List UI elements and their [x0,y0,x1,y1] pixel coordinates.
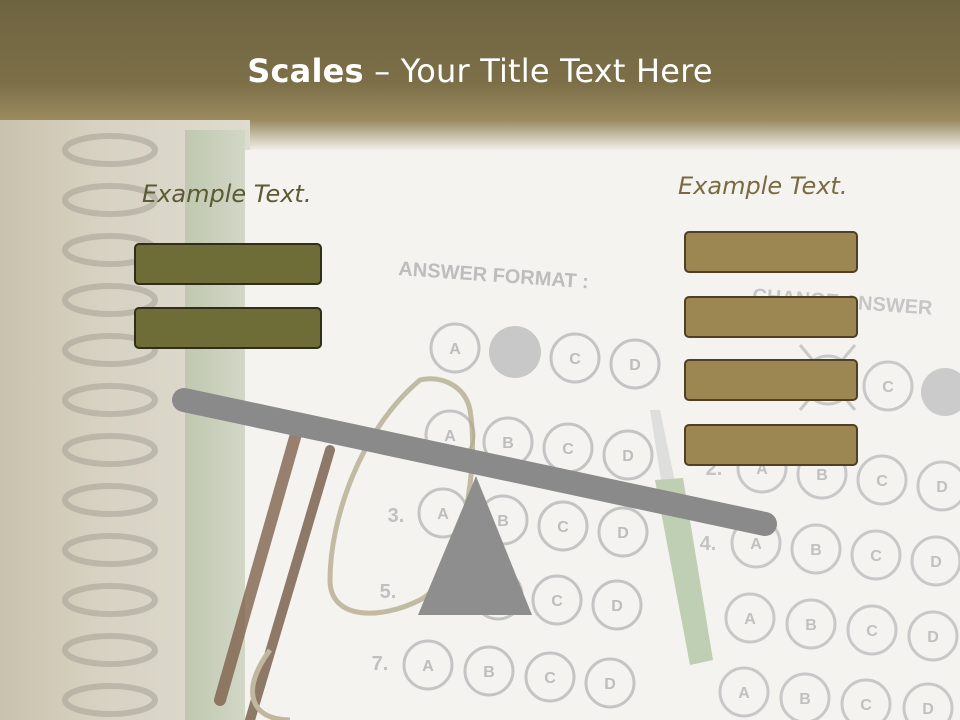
row-number: 5. [380,581,397,603]
spiral-binding [62,133,158,717]
bubble-label: C [870,548,882,565]
bubble-label: B [497,513,509,530]
row-number: 3. [388,505,405,527]
title-rest: – Your Title Text Here [363,52,713,90]
right-label[interactable]: Example Text. [678,172,848,200]
bubble-label: C [557,519,569,536]
right-box-1[interactable] [684,231,858,273]
bubble-label: D [604,676,616,693]
eyeglasses-image [214,376,475,720]
bubble-label: D [927,629,939,646]
bubble-label: B [502,435,514,452]
bubble-label: C [860,697,872,714]
bubble-label: B [810,542,822,559]
bubble-label: D [930,554,942,571]
bubble-grid-left: A C D A B C D 3. A B C D 5. [372,322,661,709]
bubble-label: D [922,701,934,718]
bubble-label: A [738,685,750,702]
bubble-label: A [444,428,456,445]
bubble-label: B [805,617,817,634]
bubble-label: A [750,536,762,553]
bubble-label: C [866,623,878,640]
slide-title[interactable]: Scales – Your Title Text Here [0,52,960,90]
bubble-label: D [622,448,634,465]
bubble-label: D [936,479,948,496]
row-number: 4. [700,533,717,555]
bubble-label: D [629,357,641,374]
left-box-1[interactable] [134,243,322,285]
bubble-label: B [799,691,811,708]
bubble-label: C [544,670,556,687]
bubble-label: A [437,506,449,523]
bubble-label: D [617,525,629,542]
left-label[interactable]: Example Text. [142,180,312,208]
right-box-2[interactable] [684,296,858,338]
title-bold: Scales [247,52,364,90]
right-box-3[interactable] [684,359,858,401]
bubble-label: C [876,473,888,490]
bubble-label: B [483,664,495,681]
bubble-label: C [562,441,574,458]
bubble-label: C [569,351,581,368]
left-box-2[interactable] [134,307,322,349]
pen-image [650,410,713,665]
bubble-label: C [882,379,894,396]
scale-beam[interactable] [172,388,777,536]
bubble-label: B [816,467,828,484]
bubble-label: C [551,593,563,610]
row-number: 7. [372,653,389,675]
scale-fulcrum[interactable] [418,476,532,615]
bubble-label: A [744,611,756,628]
right-box-4[interactable] [684,424,858,466]
notebook-green-edge [185,130,245,720]
bubble-label: A [449,341,461,358]
bubble-label: A [422,658,434,675]
bubble-label: D [611,598,623,615]
